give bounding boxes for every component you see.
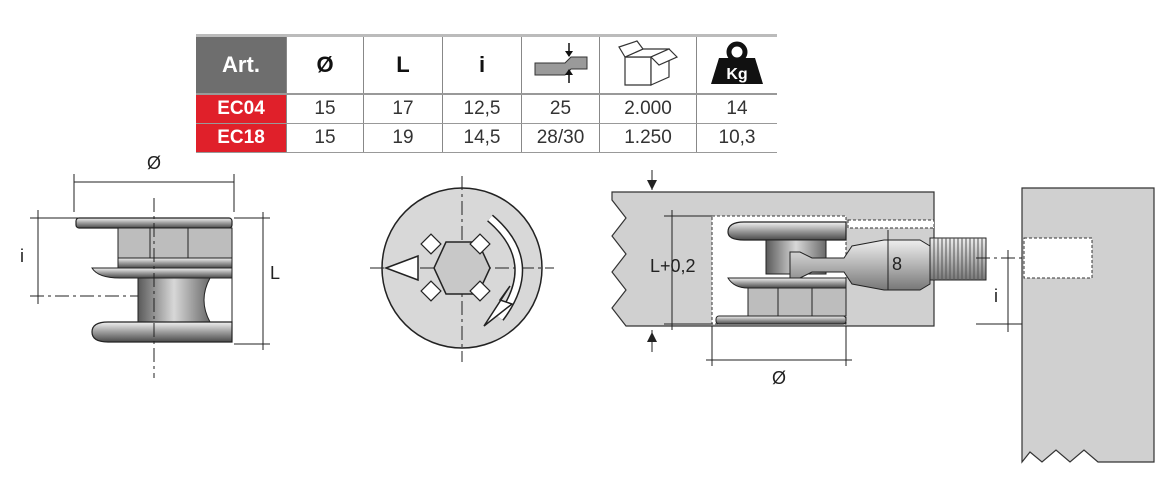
header-art: Art. xyxy=(196,34,287,95)
header-weight: Kg xyxy=(696,34,777,95)
table-cell: 14,5 xyxy=(442,123,522,153)
header-thickness xyxy=(521,34,600,95)
table-cell: 2.000 xyxy=(599,94,697,124)
side-panel-view: i xyxy=(976,187,1155,464)
weight-icon-text: Kg xyxy=(726,66,747,83)
table-row: EC04 15 17 12,5 25 2.000 14 xyxy=(196,94,777,124)
height-label: i xyxy=(20,246,24,266)
article-code: EC04 xyxy=(196,94,287,124)
header-i: i xyxy=(442,34,522,95)
header-box xyxy=(599,34,697,95)
table-header-row: Art. Ø L i K xyxy=(196,34,777,95)
table-cell: 17 xyxy=(363,94,443,124)
assembly-diameter-label: Ø xyxy=(772,368,786,388)
weight-kg-icon: Kg xyxy=(711,41,763,84)
table-cell: 19 xyxy=(363,123,443,153)
bolt-diameter-label: 8 xyxy=(892,254,902,274)
table-cell: 1.250 xyxy=(599,123,697,153)
spec-table: Art. Ø L i K xyxy=(196,34,777,153)
assembly-section-view: L+0,2 8 Ø xyxy=(611,170,987,388)
cam-top-view xyxy=(370,176,554,362)
table-cell: 14 xyxy=(696,94,777,124)
table-cell: 15 xyxy=(286,123,364,153)
cam-fitting-side-view: Ø i L xyxy=(20,153,280,378)
thickness-icon xyxy=(534,42,587,83)
table-cell: 15 xyxy=(286,94,364,124)
table-cell: 25 xyxy=(521,94,600,124)
article-code: EC18 xyxy=(196,123,287,153)
depth-label: L+0,2 xyxy=(650,256,696,276)
diameter-label: Ø xyxy=(147,153,161,173)
box-icon xyxy=(618,39,679,86)
table-row: EC18 15 19 14,5 28/30 1.250 10,3 xyxy=(196,123,777,153)
table-cell: 28/30 xyxy=(521,123,600,153)
length-label: L xyxy=(270,263,280,283)
table-cell: 12,5 xyxy=(442,94,522,124)
table-cell: 10,3 xyxy=(696,123,777,153)
header-diameter: Ø xyxy=(286,34,364,95)
header-length: L xyxy=(363,34,443,95)
offset-label: i xyxy=(994,286,998,306)
